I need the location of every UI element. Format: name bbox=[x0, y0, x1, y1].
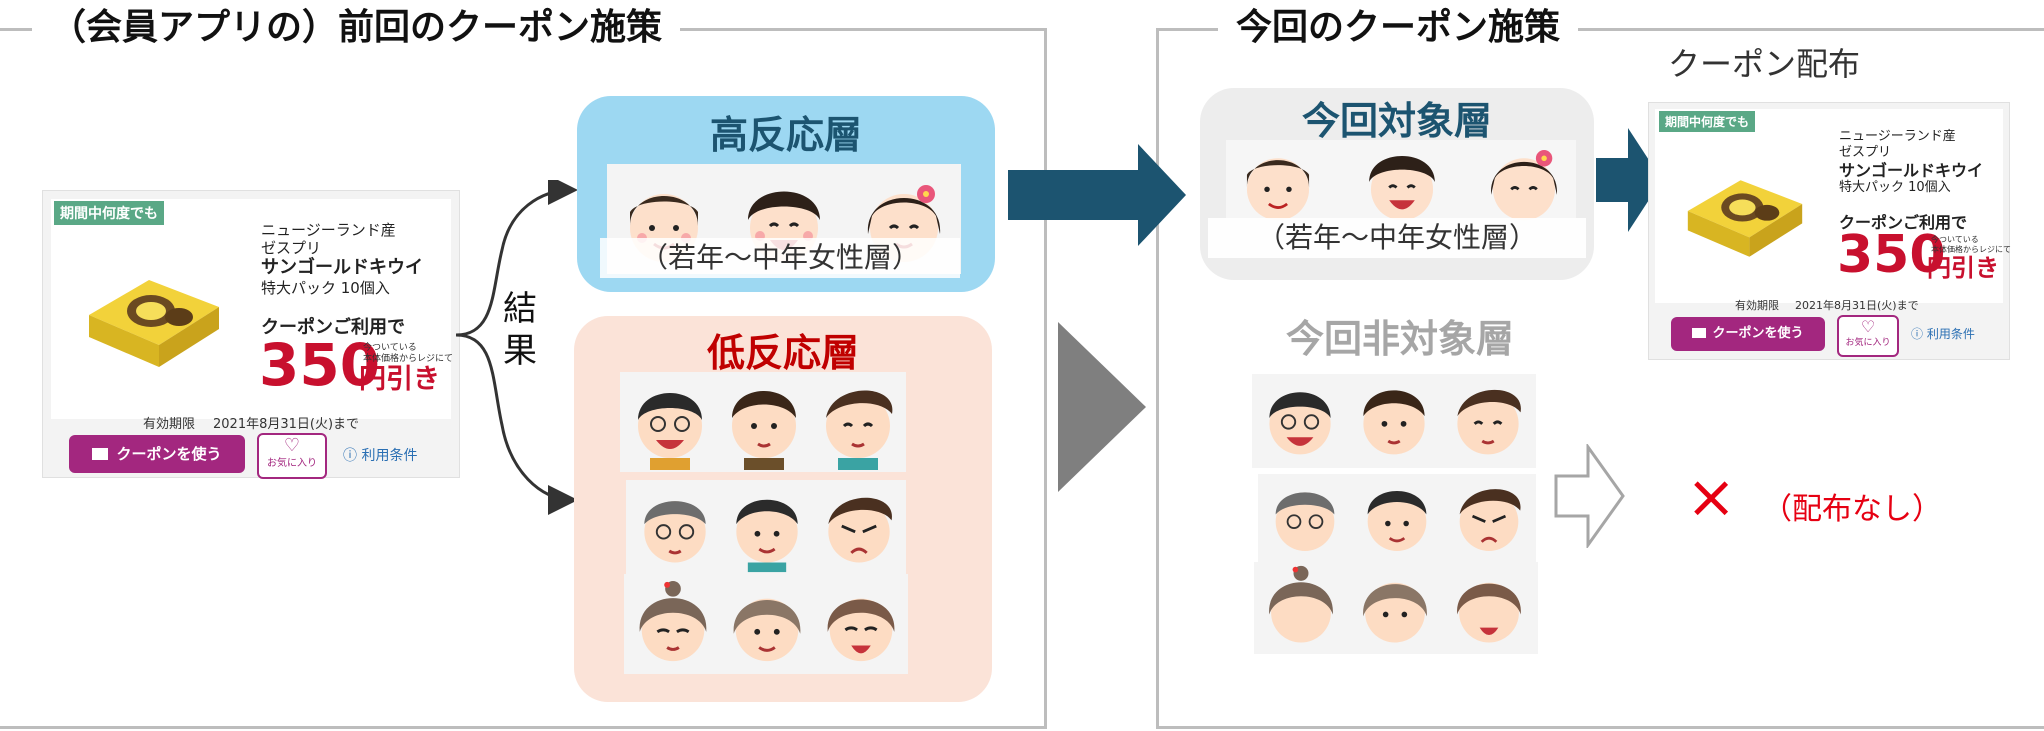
target-segment-title: 今回対象層 bbox=[1301, 99, 1492, 143]
coupon-icon bbox=[92, 448, 109, 460]
coupon-usage: クーポンご利用で bbox=[261, 317, 405, 338]
young-man-face-icon bbox=[1363, 390, 1425, 455]
right-panel-frame bbox=[1156, 28, 2044, 729]
angry-man-face-icon bbox=[828, 497, 892, 563]
grandmother-face-icon bbox=[1363, 582, 1427, 643]
terms-link[interactable]: ⓘ 利用条件 bbox=[1911, 325, 1975, 342]
result-label: 結果 bbox=[503, 289, 537, 371]
terms-label: 利用条件 bbox=[1926, 327, 1975, 341]
coupon-amount: 350 bbox=[259, 331, 381, 399]
coupon-badge: 期間中何度でも bbox=[1659, 111, 1756, 132]
gray-transition-arrow bbox=[1058, 322, 1146, 492]
coupon-product: サンゴールドキウイ bbox=[1839, 161, 1984, 180]
non-target-title: 今回非対象層 bbox=[1285, 317, 1514, 361]
favorite-label: お気に入り bbox=[1845, 338, 1891, 348]
use-coupon-button[interactable]: クーポンを使う bbox=[1671, 317, 1825, 351]
coupon-unit: 円引き bbox=[359, 364, 440, 395]
coupon-amount: 350 bbox=[1837, 225, 1946, 285]
favorite-button[interactable]: ♡ お気に入り bbox=[1837, 315, 1899, 357]
elderly-woman-face-icon bbox=[639, 580, 707, 662]
coupon-pack: 特大パック 10個入 bbox=[261, 279, 390, 297]
elderly-woman-face-icon bbox=[1269, 565, 1333, 643]
coupon-brand: ゼスプリ bbox=[261, 239, 322, 257]
info-icon: ⓘ bbox=[1911, 327, 1927, 341]
kiwi-product-image bbox=[89, 280, 219, 367]
coupon-usage: クーポンご利用で bbox=[1839, 213, 1968, 232]
non-target-faces-row-2 bbox=[1258, 474, 1536, 562]
low-faces-row-2 bbox=[626, 480, 906, 576]
current-coupon-card: 期間中何度でも ニュージーランド産 ゼスプリ サンゴールドキウイ 特大パック 1… bbox=[1648, 102, 2011, 360]
result-branch-arrows bbox=[455, 180, 578, 515]
high-response-title: 高反応層 bbox=[709, 113, 862, 157]
coupon-pack: 特大パック 10個入 bbox=[1839, 180, 1951, 195]
blue-flow-arrow bbox=[1008, 144, 1186, 246]
boy-glasses-face-icon bbox=[1269, 392, 1331, 455]
young-man-face-icon bbox=[732, 391, 796, 470]
coupon-product: サンゴールドキウイ bbox=[261, 257, 423, 278]
coupon-note-2: 本体価格からレジにて bbox=[1931, 245, 2011, 254]
coupon-expiry-date: 2021年8月31日(火)まで bbox=[213, 417, 360, 432]
right-panel-title: 今回のクーポン施策 bbox=[1218, 8, 1579, 48]
coupon-icon bbox=[1692, 328, 1707, 338]
woman-flower-face-icon bbox=[1490, 150, 1558, 221]
coupon-badge: 期間中何度でも bbox=[54, 201, 164, 225]
coupon-expiry-label: 有効期限 bbox=[143, 417, 196, 432]
grandmother-face-icon bbox=[733, 598, 801, 662]
coupon-origin: ニュージーランド産 bbox=[1839, 129, 1956, 144]
no-distribution-mark: × bbox=[1686, 462, 1737, 532]
low-faces-row-1 bbox=[620, 372, 906, 472]
no-distribution-label: （配布なし） bbox=[1762, 492, 1942, 527]
older-woman-face-icon bbox=[827, 598, 895, 662]
coupon-distribution-label: クーポン配布 bbox=[1668, 45, 1861, 83]
use-coupon-button[interactable]: クーポンを使う bbox=[69, 435, 245, 473]
terms-link[interactable]: ⓘ 利用条件 bbox=[343, 445, 417, 465]
boy-glasses-face-icon bbox=[638, 393, 702, 470]
man-face-icon bbox=[826, 390, 893, 470]
non-target-faces-row-1 bbox=[1252, 374, 1536, 468]
use-coupon-label: クーポンを使う bbox=[116, 445, 222, 463]
left-panel-title: （会員アプリの）前回のクーポン施策 bbox=[32, 8, 681, 48]
girl-face-icon bbox=[1246, 158, 1310, 221]
favorite-button[interactable]: ♡ お気に入り bbox=[257, 433, 327, 479]
coupon-unit: 円引き bbox=[1927, 254, 1999, 282]
non-target-faces-row-3 bbox=[1254, 562, 1538, 654]
terms-label: 利用条件 bbox=[361, 448, 418, 464]
kiwi-product-image bbox=[1687, 180, 1803, 257]
small-blue-arrow bbox=[1596, 128, 1662, 232]
coupon-origin: ニュージーランド産 bbox=[261, 221, 396, 239]
middle-aged-man-face-icon bbox=[1367, 490, 1427, 551]
coupon-note-1: 今ついている bbox=[1931, 235, 1979, 244]
older-woman-face-icon bbox=[1457, 582, 1521, 643]
heart-icon: ♡ bbox=[283, 435, 301, 456]
coupon-note-1: 今ついている bbox=[363, 343, 417, 353]
favorite-label: お気に入り bbox=[267, 458, 317, 469]
elderly-man-glasses-face-icon bbox=[1275, 492, 1335, 551]
outline-arrow bbox=[1554, 444, 1625, 548]
high-response-tag: （若年～中年女性層） bbox=[600, 238, 960, 278]
info-icon: ⓘ bbox=[343, 448, 362, 464]
coupon-expiry-label: 有効期限 bbox=[1735, 299, 1779, 312]
low-faces-row-3 bbox=[624, 574, 908, 674]
target-faces-strip bbox=[1226, 140, 1576, 224]
middle-aged-man-face-icon bbox=[736, 499, 798, 573]
coupon-note-2: 本体価格からレジにて bbox=[363, 354, 454, 364]
coupon-brand: ゼスプリ bbox=[1839, 145, 1892, 160]
woman-face-icon bbox=[1369, 155, 1435, 221]
previous-coupon-card: 期間中何度でも ニュージーランド産 ゼスプリ サンゴールドキウイ 特大パック 1… bbox=[42, 190, 460, 479]
use-coupon-label: クーポンを使う bbox=[1712, 326, 1804, 341]
heart-icon: ♡ bbox=[1860, 317, 1876, 336]
man-face-icon bbox=[1457, 389, 1521, 455]
coupon-expiry-date: 2021年8月31日(火)まで bbox=[1795, 299, 1919, 312]
low-response-title: 低反応層 bbox=[706, 331, 859, 375]
angry-man-face-icon bbox=[1459, 489, 1521, 551]
target-segment-tag: （若年～中年女性層） bbox=[1208, 218, 1586, 258]
elderly-man-glasses-face-icon bbox=[644, 501, 706, 563]
